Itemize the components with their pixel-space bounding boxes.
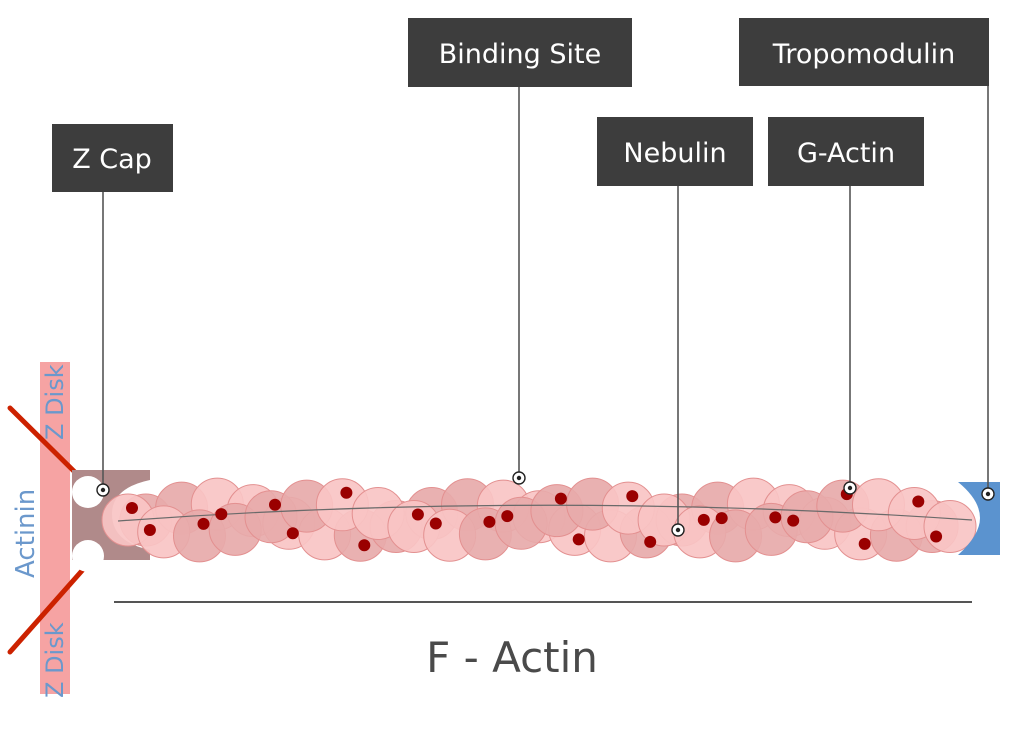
callout-binding-site-text: Binding Site [439, 39, 601, 70]
binding-site-dot [501, 510, 514, 523]
binding-site-dot [483, 515, 496, 528]
actinin-label: Actinin [11, 489, 41, 578]
binding-site-dot [143, 524, 156, 536]
z-disk-band [40, 362, 70, 694]
binding-site-dot [215, 508, 228, 521]
pin-binding-site [512, 471, 526, 485]
binding-site-dot [126, 502, 138, 514]
binding-site-dot [411, 508, 424, 521]
binding-site-dot [269, 498, 281, 511]
binding-site-dot [572, 533, 585, 546]
binding-sites [126, 486, 943, 552]
binding-site-dot [930, 530, 943, 543]
actinin-knob-top [72, 476, 104, 508]
pin-tropomodulin [981, 487, 995, 501]
binding-site-dot [787, 514, 800, 527]
binding-site-dot [286, 527, 299, 540]
callout-tropomodulin: Tropomodulin [739, 18, 989, 86]
callout-z-cap-text: Z Cap [72, 144, 152, 175]
binding-site-dot [858, 537, 871, 550]
binding-site-dot [554, 492, 567, 505]
z-disk-label-bottom: Z Disk [41, 622, 69, 698]
binding-site-dot [340, 486, 353, 499]
callout-tropomodulin-text: Tropomodulin [772, 39, 955, 70]
actinin-knob-bottom [72, 540, 104, 572]
callout-g-actin-text: G-Actin [797, 138, 895, 169]
binding-site-dot [697, 513, 710, 526]
callout-z-cap: Z Cap [52, 124, 173, 192]
binding-site-dot [715, 512, 728, 525]
f-actin-label: F - Actin [426, 633, 598, 682]
callout-nebulin: Nebulin [597, 117, 753, 186]
binding-site-dot [769, 511, 782, 524]
actinin-line-bottom [7, 553, 98, 655]
binding-site-dot [358, 539, 371, 552]
pin-nebulin [671, 523, 685, 537]
binding-site-dot [197, 517, 210, 530]
pin-z-cap [96, 483, 110, 497]
binding-site-dot [626, 490, 639, 503]
nebulin-strand [117, 504, 973, 522]
callout-g-actin: G-Actin [768, 117, 924, 186]
binding-site-dot [912, 495, 925, 508]
binding-site-dot [644, 535, 657, 548]
pin-g-actin [843, 481, 857, 495]
callout-binding-site: Binding Site [408, 18, 632, 87]
z-disk-label-top: Z Disk [41, 364, 69, 440]
binding-site-dot [429, 517, 442, 530]
callout-nebulin-text: Nebulin [623, 138, 726, 169]
